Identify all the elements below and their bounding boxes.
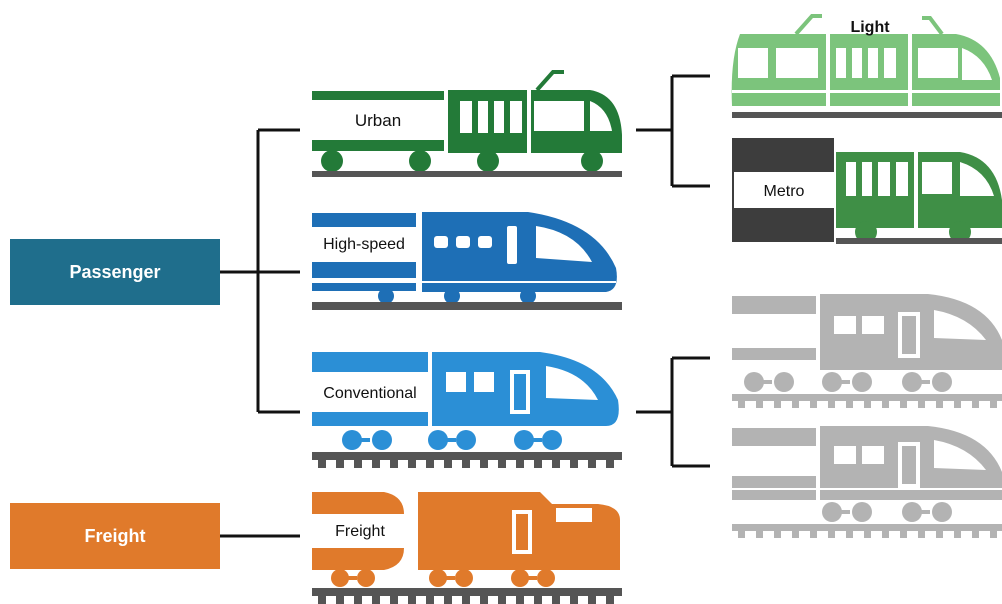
conventional-label: Conventional	[323, 385, 416, 402]
high-speed-train-icon	[312, 212, 622, 310]
freight-train-label: Freight	[335, 523, 385, 540]
freight-train-icon	[312, 492, 620, 587]
metro-train-icon	[732, 138, 1002, 244]
passenger-label: Passenger	[69, 261, 161, 282]
freight-category-box: Freight	[10, 503, 220, 569]
intercity-track	[732, 524, 1002, 538]
urban-train-icon	[312, 70, 622, 177]
suburban-label: Suburban	[739, 319, 808, 336]
metro-label: Metro	[764, 183, 805, 200]
high-speed-label: High-speed	[323, 236, 405, 253]
connector-lines	[220, 74, 710, 538]
light-rail-train-icon	[731, 14, 1002, 118]
freight-track	[312, 588, 622, 604]
suburban-train-icon	[732, 294, 1002, 392]
freight-category-label: Freight	[84, 525, 146, 546]
light-label: Light	[850, 19, 890, 36]
conventional-track	[312, 452, 622, 468]
conventional-train-icon	[312, 352, 619, 450]
suburban-track	[732, 394, 1002, 408]
passenger-category-box: Passenger	[10, 239, 220, 305]
intercity-train-icon	[732, 426, 1002, 522]
urban-label: Urban	[355, 111, 401, 130]
intercity-label: Intercity	[746, 451, 803, 468]
